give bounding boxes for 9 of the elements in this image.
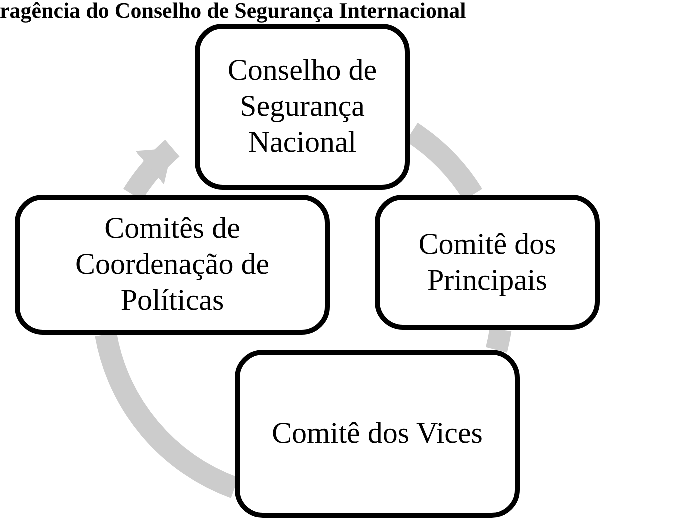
cycle-box <box>15 195 330 335</box>
cycle-box <box>235 350 520 518</box>
cycle-box <box>195 24 410 190</box>
diagram-title: ragência do Conselho de Segurança Internacional <box>0 0 466 22</box>
box-label: Comitês de Coordenação de Políticas <box>74 211 271 319</box>
cycle-box <box>375 195 600 330</box>
box-label: Comitê dos Vices <box>272 416 483 452</box>
box-label: Comitê dos Principais <box>418 226 558 298</box>
box-label: Conselho de Segurança Nacional <box>226 53 378 161</box>
